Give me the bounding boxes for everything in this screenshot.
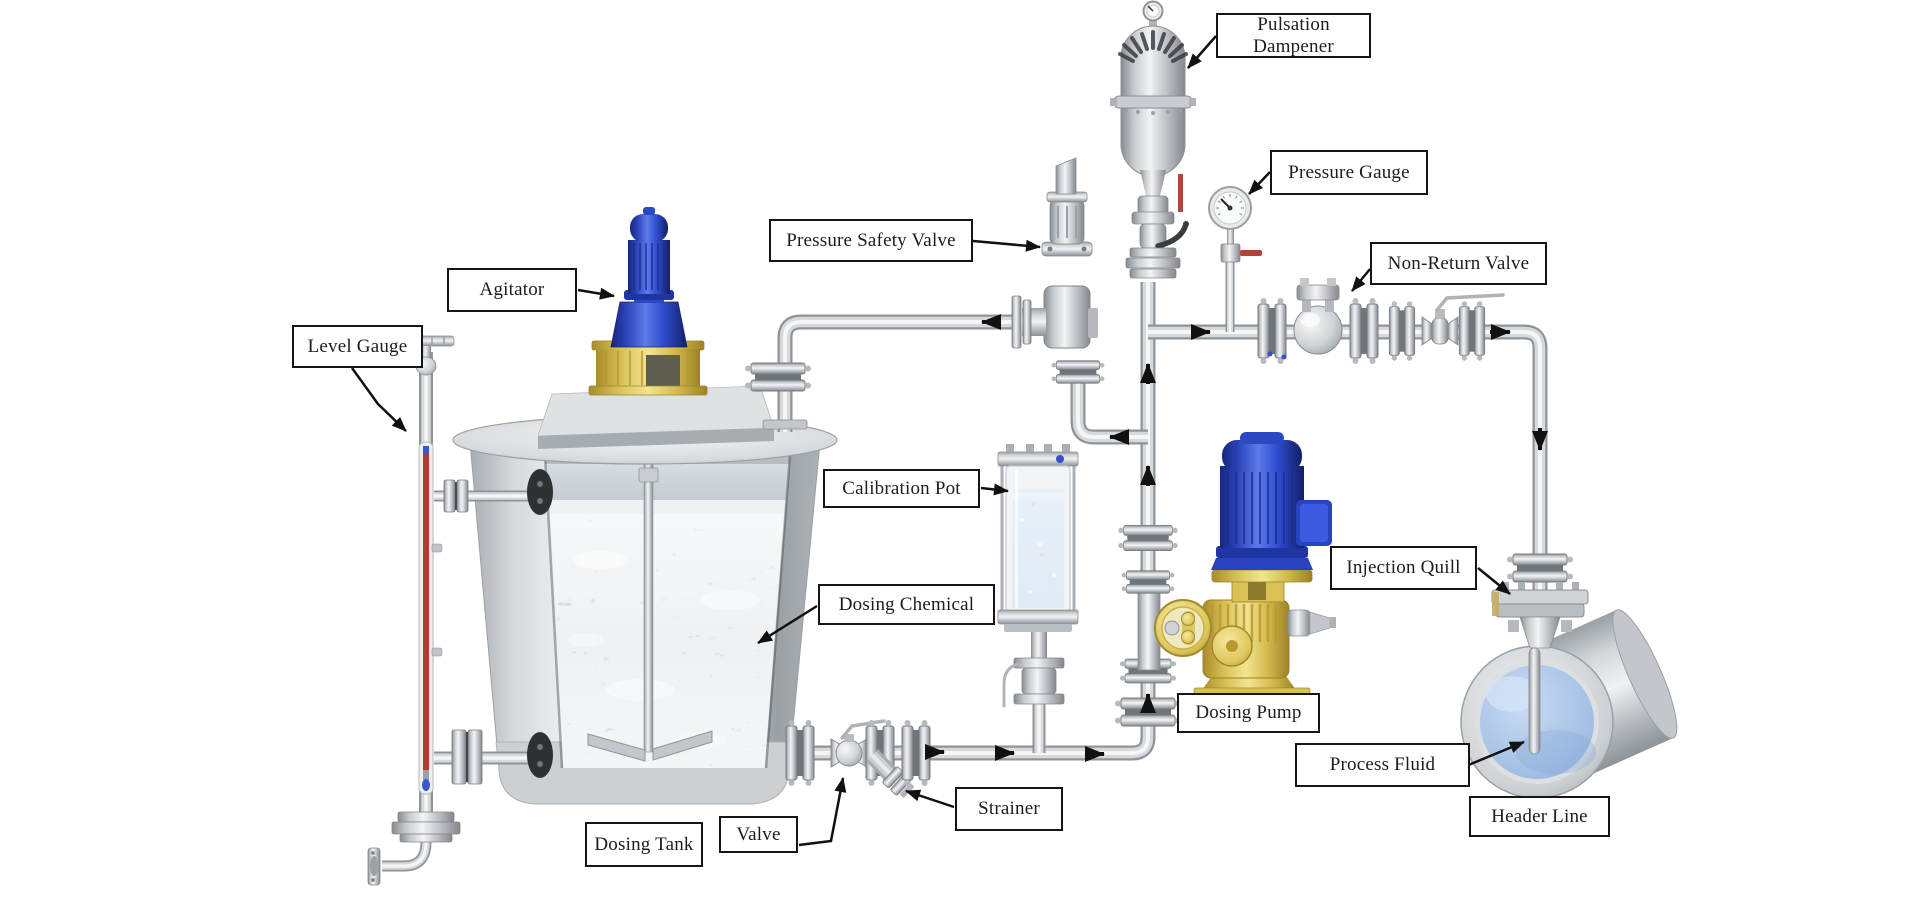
non-return-valve — [1257, 278, 1379, 365]
label-level-gauge: Level Gauge — [292, 325, 423, 368]
label-non-return-valve: Non-Return Valve — [1370, 242, 1547, 285]
dosing-pump-head — [1154, 599, 1212, 657]
level-gauge — [367, 335, 483, 886]
pressure-gauge — [1208, 186, 1262, 263]
agitator — [588, 207, 708, 396]
psv-branch-line — [1070, 378, 1148, 445]
label-dosing-tank: Dosing Tank — [585, 822, 703, 867]
label-calibration-pot: Calibration Pot — [823, 469, 980, 508]
level-gauge-clamp-lower — [527, 732, 553, 778]
injection-quill — [1491, 553, 1589, 755]
agitator-shaft — [587, 451, 713, 762]
label-valve: Valve — [719, 816, 798, 853]
quill-tube — [1528, 647, 1541, 755]
psv-return-line — [777, 314, 1016, 432]
dampener-vent-slots — [1118, 30, 1188, 63]
label-strainer: Strainer — [955, 787, 1063, 831]
calibration-pot-valve — [1002, 657, 1065, 708]
label-pressure-gauge: Pressure Gauge — [1270, 150, 1428, 195]
label-dosing-pump: Dosing Pump — [1177, 693, 1320, 733]
agitator-motor — [628, 207, 670, 294]
level-gauge-clamp-upper — [527, 469, 553, 515]
dosing-pump — [1117, 432, 1336, 699]
label-header-line: Header Line — [1469, 796, 1610, 837]
header-line — [1460, 609, 1678, 799]
level-indicator-red — [423, 454, 429, 770]
pulsation-dampener — [1110, 0, 1196, 279]
label-agitator: Agitator — [447, 268, 577, 312]
calibration-pot — [997, 444, 1079, 708]
piping — [382, 260, 1548, 872]
dampener-valve-red-lever — [1178, 174, 1183, 212]
label-injection-quill: Injection Quill — [1330, 546, 1477, 590]
discharge-ball-valve — [1388, 293, 1505, 362]
label-pulsation-dampener: Pulsation Dampener — [1216, 13, 1371, 58]
label-pressure-safety-valve: Pressure Safety Valve — [769, 219, 973, 262]
suction-and-riser-line — [790, 282, 1156, 761]
suction-fittings — [785, 719, 931, 798]
flow-arrows — [925, 314, 1548, 762]
tank-lid-nozzle-flange — [762, 419, 808, 430]
label-dosing-chemical: Dosing Chemical — [818, 584, 995, 625]
label-leader-arrows — [350, 35, 1525, 847]
pressure-safety-valve — [1011, 157, 1105, 384]
label-process-fluid: Process Fluid — [1295, 743, 1470, 787]
discharge-line — [1148, 324, 1548, 590]
gauge-ticks — [1216, 194, 1244, 216]
dosing-tank — [452, 385, 838, 805]
isolation-valve — [830, 719, 886, 768]
dosing-pump-motor — [1211, 432, 1332, 570]
gauge-valve-red-handle — [1240, 250, 1262, 256]
